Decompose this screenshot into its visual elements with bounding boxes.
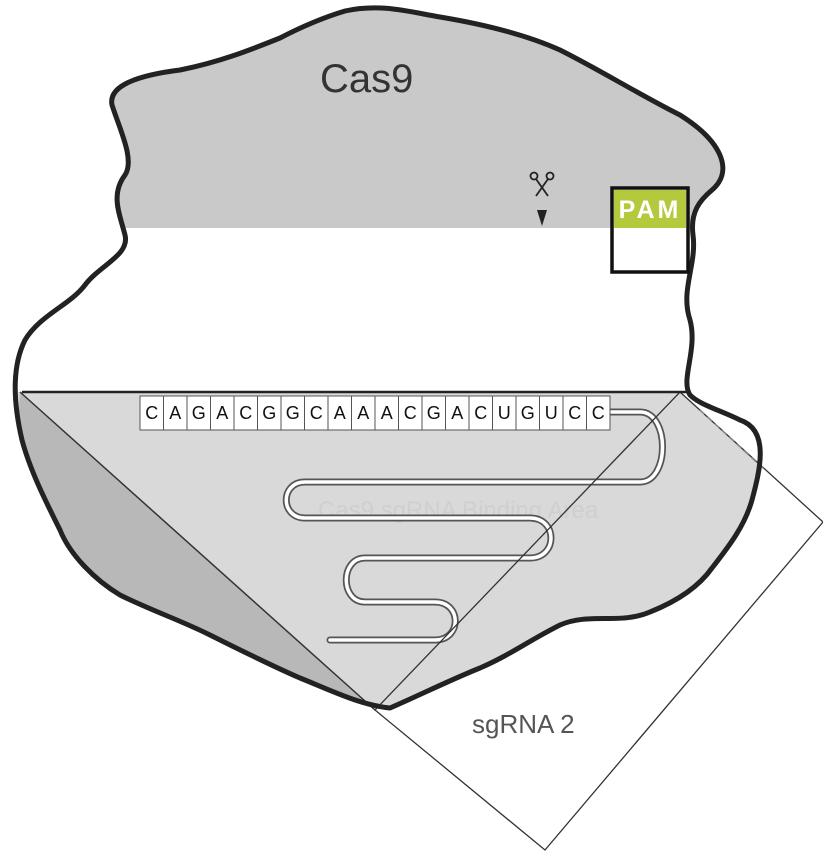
sequence-cell: C: [468, 395, 493, 431]
sequence-letter: G: [262, 403, 276, 423]
sequence-cell: G: [515, 395, 540, 431]
sequence-cell: C: [586, 395, 611, 431]
sequence-letter: A: [334, 403, 346, 423]
sequence-cell: C: [562, 395, 587, 431]
sgrna2-panel: [374, 391, 823, 851]
sequence-cell: A: [351, 395, 376, 431]
sequence-cell: A: [445, 395, 470, 431]
protein-upper-lobe: [15, 7, 761, 228]
sequence-letter: A: [169, 403, 181, 423]
sequence-letter: A: [381, 403, 393, 423]
sequence-cell: A: [327, 395, 352, 431]
sgrna-tail-inner: [284, 410, 665, 642]
sequence-letter: C: [145, 403, 158, 423]
pam-label: PAM: [619, 196, 682, 224]
sequence-letter: A: [357, 403, 369, 423]
sequence-letter: G: [192, 403, 206, 423]
sequence-letter: A: [216, 403, 228, 423]
sequence-cell: C: [398, 395, 423, 431]
scissors-icon: [529, 171, 555, 197]
sequence-cell: A: [210, 395, 235, 431]
sequence-letter: C: [404, 403, 417, 423]
sgrna2-dashed-edge: [699, 409, 766, 471]
wedge-edge: [19, 391, 376, 711]
sequence-letter: C: [568, 403, 581, 423]
cas9-outline: [12, 5, 763, 711]
sequence-cell: G: [186, 395, 211, 431]
sequence-letter: U: [545, 403, 558, 423]
sequence-letter: C: [310, 403, 323, 423]
sequence-cell: U: [539, 395, 564, 431]
sequence-cell: C: [139, 395, 164, 431]
cleavage-arrow-icon: [537, 210, 547, 226]
sgrna2-label: sgRNA 2: [472, 709, 575, 739]
sequence-letter: G: [427, 403, 441, 423]
sequence-cell: U: [492, 395, 517, 431]
sequence-cell: C: [233, 395, 258, 431]
sgrna-binding-region: [15, 392, 761, 708]
sequence-cell: A: [163, 395, 188, 431]
sequence-cell: G: [421, 395, 446, 431]
sequence-cell: A: [374, 395, 399, 431]
sequence-letter: C: [239, 403, 252, 423]
sequence-letter: C: [592, 403, 605, 423]
sequence-letter: U: [498, 403, 511, 423]
pam-header: [614, 190, 686, 228]
sequence-cell: G: [280, 395, 305, 431]
cas9-label: Cas9: [320, 57, 413, 101]
sequence-letter: G: [521, 403, 535, 423]
sequence-letter: G: [286, 403, 300, 423]
sequence-letter: A: [451, 403, 463, 423]
sequence-cell: C: [304, 395, 329, 431]
sequence-cell: G: [257, 395, 282, 431]
sequence-letter: C: [474, 403, 487, 423]
